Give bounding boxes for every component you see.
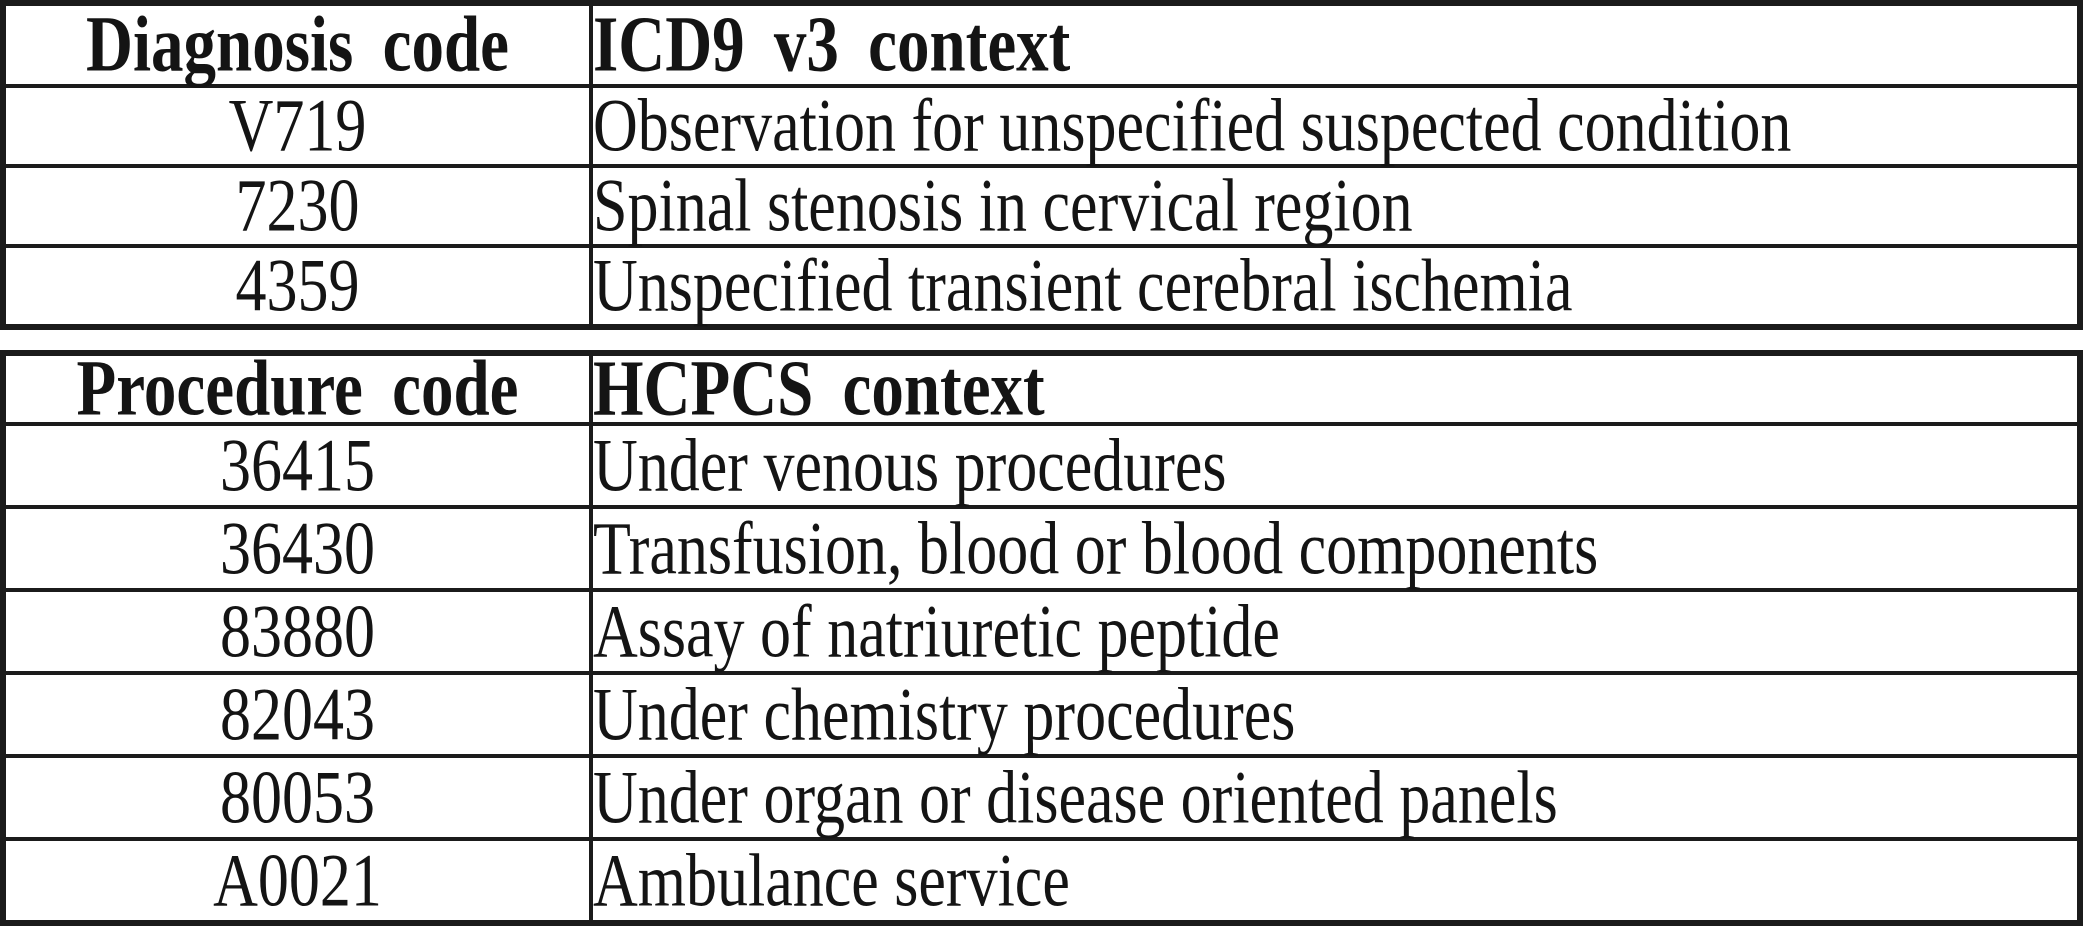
diagnosis-context-cell: Observation for unspecified suspected co… — [589, 84, 2082, 168]
table-row: V719 Observation for unspecified suspect… — [1, 84, 2082, 168]
table-row: 82043 Under chemistry procedures — [1, 671, 2082, 758]
procedure-code-cell: 80053 — [1, 754, 593, 841]
diagnosis-table: Diagnosis code ICD9 v3 context V719 Obse… — [0, 0, 2083, 330]
procedure-code-cell: 36430 — [1, 505, 593, 592]
diagnosis-context-value: Unspecified transient cerebral ischemia — [593, 244, 1573, 328]
procedure-code-value: 83880 — [220, 590, 375, 673]
procedure-code-column-header: Procedure code — [1, 349, 593, 428]
diagnosis-context-value: Spinal stenosis in cervical region — [593, 164, 1413, 248]
table-row: 4359 Unspecified transient cerebral isch… — [1, 244, 2082, 329]
procedure-context-cell: Under organ or disease oriented panels — [589, 754, 2082, 841]
icd9-context-column-header: ICD9 v3 context — [589, 0, 2082, 89]
procedure-code-cell: 36415 — [1, 422, 593, 509]
diagnosis-header-row: Diagnosis code ICD9 v3 context — [1, 0, 2082, 89]
diagnosis-code-value: V719 — [228, 84, 367, 168]
procedure-header-row: Procedure code HCPCS context — [1, 349, 2082, 428]
procedure-code-value: 82043 — [220, 673, 375, 756]
procedure-table: Procedure code HCPCS context 36415 Under… — [0, 349, 2083, 926]
procedure-code-cell: A0021 — [1, 837, 593, 925]
procedure-code-header-label: Procedure code — [76, 344, 519, 433]
procedure-context-value: Transfusion, blood or blood components — [593, 507, 1599, 590]
procedure-context-value: Assay of natriuretic peptide — [593, 590, 1280, 673]
diagnosis-code-cell: V719 — [1, 84, 593, 168]
diagnosis-code-value: 7230 — [235, 164, 360, 248]
procedure-code-cell: 82043 — [1, 671, 593, 758]
procedure-context-cell: Under chemistry procedures — [589, 671, 2082, 758]
hcpcs-context-column-header: HCPCS context — [589, 349, 2082, 428]
diagnosis-code-cell: 7230 — [1, 164, 593, 248]
diagnosis-code-cell: 4359 — [1, 244, 593, 329]
table-row: 83880 Assay of natriuretic peptide — [1, 588, 2082, 675]
diagnosis-code-value: 4359 — [235, 244, 360, 328]
procedure-context-value: Under venous procedures — [593, 424, 1227, 507]
procedure-code-value: 36430 — [220, 507, 375, 590]
procedure-context-value: Under chemistry procedures — [593, 673, 1296, 756]
procedure-code-value: 80053 — [220, 756, 375, 839]
procedure-context-cell: Transfusion, blood or blood components — [589, 505, 2082, 592]
diagnosis-context-value: Observation for unspecified suspected co… — [593, 84, 1792, 168]
diagnosis-code-header-label: Diagnosis code — [86, 0, 509, 89]
procedure-code-cell: 83880 — [1, 588, 593, 675]
procedure-context-cell: Under venous procedures — [589, 422, 2082, 509]
icd9-context-header-label: ICD9 v3 context — [593, 0, 1071, 89]
diagnosis-context-cell: Spinal stenosis in cervical region — [589, 164, 2082, 248]
procedure-context-cell: Assay of natriuretic peptide — [589, 588, 2082, 675]
procedure-context-value: Ambulance service — [593, 839, 1070, 922]
procedure-code-value: 36415 — [220, 424, 375, 507]
table-row: A0021 Ambulance service — [1, 837, 2082, 925]
table-row: 7230 Spinal stenosis in cervical region — [1, 164, 2082, 248]
table-row: 80053 Under organ or disease oriented pa… — [1, 754, 2082, 841]
table-row: 36430 Transfusion, blood or blood compon… — [1, 505, 2082, 592]
procedure-context-cell: Ambulance service — [589, 837, 2082, 925]
hcpcs-context-header-label: HCPCS context — [593, 344, 1045, 433]
diagnosis-code-column-header: Diagnosis code — [1, 0, 593, 89]
procedure-context-value: Under organ or disease oriented panels — [593, 756, 1558, 839]
diagnosis-context-cell: Unspecified transient cerebral ischemia — [589, 244, 2082, 329]
procedure-code-value: A0021 — [213, 839, 382, 922]
table-row: 36415 Under venous procedures — [1, 422, 2082, 509]
